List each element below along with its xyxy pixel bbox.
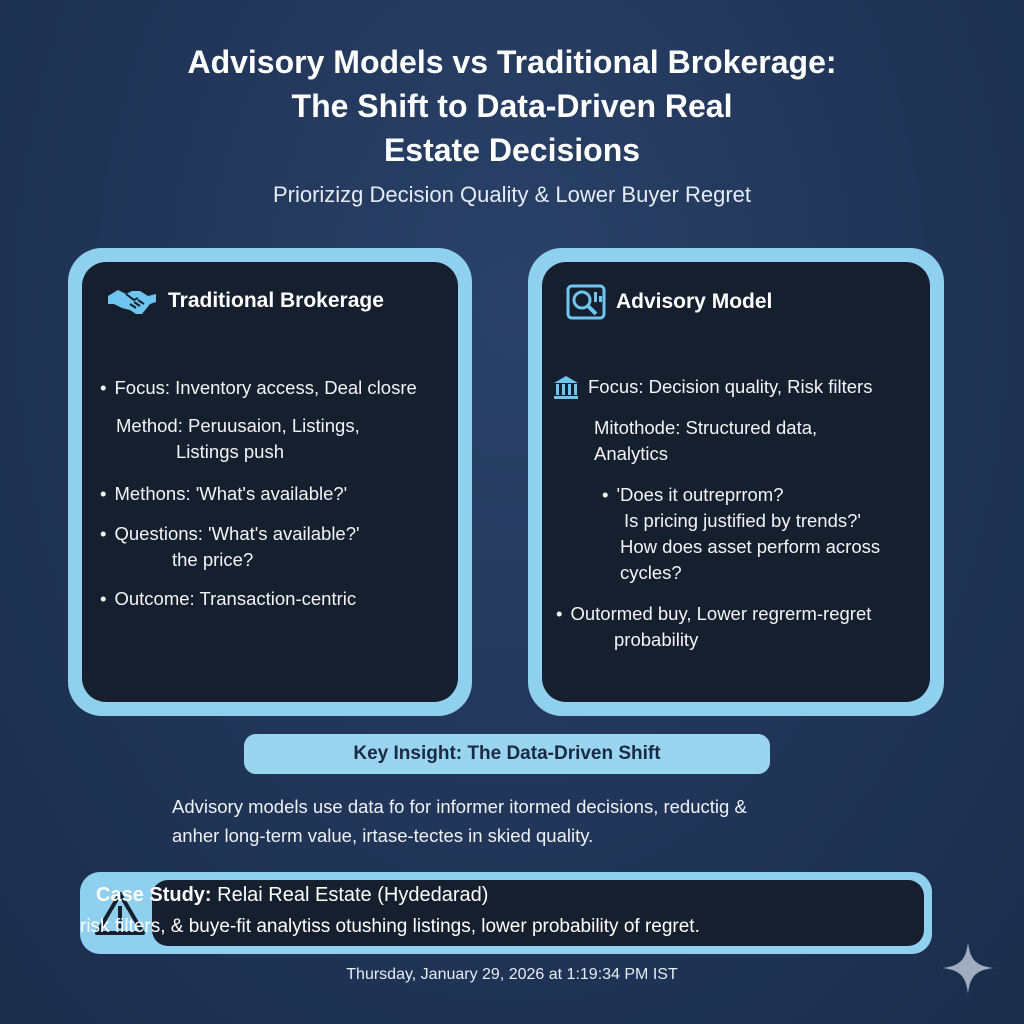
traditional-item-focus: • Focus: Inventory access, Deal closre bbox=[100, 375, 417, 401]
case-study-label: Case Study: bbox=[96, 884, 212, 906]
advisory-questions-line-1: 'Does it outreprrom? bbox=[616, 484, 784, 505]
traditional-item-method: Method: Peruusaion, Listings, Listings p… bbox=[116, 413, 360, 465]
case-study-text: risk filters, & buye-fit analytiss otush… bbox=[80, 916, 700, 937]
advisory-item-questions: • 'Does it outreprrom? Is pricing justifi… bbox=[602, 482, 880, 586]
advisory-questions-line-3: How does asset perform across bbox=[620, 536, 881, 557]
page-title: Advisory Models vs Traditional Brokerage… bbox=[112, 40, 912, 172]
title-line-1: Advisory Models vs Traditional Brokerage… bbox=[187, 44, 837, 80]
advisory-questions-line-4: cycles? bbox=[620, 562, 682, 583]
traditional-questions-line-2: the price? bbox=[172, 549, 254, 570]
advisory-outcome-line-2: probability bbox=[614, 629, 699, 650]
traditional-methons-text: Methons: 'What's available?' bbox=[114, 483, 348, 504]
advisory-method-line-1: Mitothode: Structured data, bbox=[594, 417, 818, 438]
traditional-focus-text: Focus: Inventory access, Deal closre bbox=[114, 377, 417, 398]
advisory-item-outcome: • Outormed buy, Lower regrerm-regret prob… bbox=[556, 601, 871, 653]
handshake-icon bbox=[106, 284, 158, 318]
bullet: • bbox=[100, 377, 107, 398]
traditional-brokerage-card: Traditional Brokerage • Focus: Inventory … bbox=[68, 248, 472, 716]
magnifier-chart-icon bbox=[566, 284, 606, 320]
bank-icon bbox=[552, 374, 580, 400]
title-line-2: The Shift to Data-Driven Real bbox=[291, 88, 733, 124]
traditional-brokerage-title: Traditional Brokerage bbox=[168, 289, 384, 312]
traditional-brokerage-card-body: Traditional Brokerage • Focus: Inventory … bbox=[82, 262, 458, 702]
advisory-item-focus: Focus: Decision quality, Risk filters bbox=[552, 374, 872, 400]
case-study-body bbox=[152, 880, 924, 946]
case-study-name: Relai Real Estate (Hydedarad) bbox=[217, 884, 489, 906]
advisory-model-card-body: Advisory Model Focus: Decision quality, … bbox=[542, 262, 930, 702]
traditional-outcome-text: Outcome: Transaction-centric bbox=[114, 588, 357, 609]
page-subtitle: Priorizizg Decision Quality & Lower Buye… bbox=[272, 182, 752, 207]
advisory-item-method: Mitothode: Structured data, Analytics bbox=[594, 415, 817, 467]
traditional-questions-line-1: Questions: 'What's available?' bbox=[114, 523, 360, 544]
key-insight-text: Advisory models use data fo for informer… bbox=[172, 792, 892, 850]
traditional-method-line-1: Method: Peruusaion, Listings, bbox=[116, 415, 360, 436]
advisory-method-line-2: Analytics bbox=[594, 443, 669, 464]
traditional-brokerage-header: Traditional Brokerage bbox=[106, 284, 384, 318]
traditional-item-methons: • Methons: 'What's available?' bbox=[100, 481, 347, 507]
traditional-item-outcome: • Outcome: Transaction-centric bbox=[100, 586, 356, 612]
traditional-method-line-2: Listings push bbox=[176, 441, 284, 462]
case-study-heading: Case Study: Relai Real Estate (Hydedarad… bbox=[96, 884, 488, 907]
key-insight-line-1: Advisory models use data fo for informer… bbox=[172, 796, 747, 817]
advisory-focus-text: Focus: Decision quality, Risk filters bbox=[588, 376, 873, 397]
bullet: • bbox=[100, 588, 107, 609]
advisory-model-title: Advisory Model bbox=[616, 290, 773, 313]
case-study-card bbox=[80, 872, 932, 954]
advisory-questions-line-2: Is pricing justified by trends?' bbox=[624, 510, 861, 531]
advisory-model-card: Advisory Model Focus: Decision quality, … bbox=[528, 248, 944, 716]
bullet: • bbox=[100, 483, 107, 504]
advisory-model-header: Advisory Model bbox=[566, 284, 772, 320]
sparkle-icon bbox=[940, 940, 996, 1001]
title-line-3: Estate Decisions bbox=[383, 132, 641, 168]
bullet: • bbox=[100, 523, 107, 544]
bullet: • bbox=[602, 484, 609, 505]
key-insight-line-2: anher long-term value, irtase-tectes in … bbox=[172, 825, 594, 846]
traditional-item-questions: • Questions: 'What's available?' the pric… bbox=[100, 521, 360, 573]
key-insight-banner: Key Insight: The Data-Driven Shift bbox=[244, 734, 770, 774]
timestamp: Thursday, January 29, 2026 at 1:19:34 PM… bbox=[346, 966, 678, 983]
bullet: • bbox=[556, 603, 563, 624]
advisory-outcome-line-1: Outormed buy, Lower regrerm-regret bbox=[570, 603, 872, 624]
warning-icon bbox=[90, 884, 150, 942]
